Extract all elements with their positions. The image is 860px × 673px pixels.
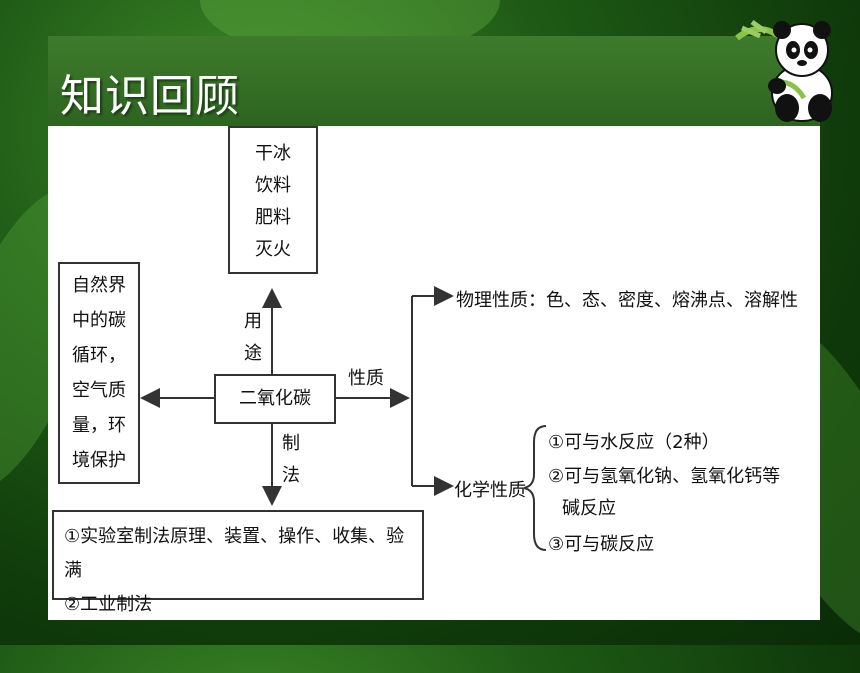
center-box: 二氧化碳 xyxy=(214,374,336,424)
prep-label: 制 法 xyxy=(282,433,300,486)
panda-icon xyxy=(735,19,833,122)
property-label: 性质 xyxy=(348,368,384,389)
uses-label: 用 途 xyxy=(244,311,262,364)
chemical-brace xyxy=(523,425,547,551)
diagram-panel: 干冰 饮料 肥料 灭火 用 途 自然界 中的碳 循环， 空气质 量，环 境保护 … xyxy=(48,126,820,620)
uses-item: 灭火 xyxy=(255,239,291,260)
uses-item: 肥料 xyxy=(255,207,291,228)
diagram-connectors xyxy=(140,286,547,551)
nature-box: 自然界 中的碳 循环， 空气质 量，环 境保护 xyxy=(58,262,140,484)
nature-line: 空气质 xyxy=(72,380,126,401)
chemical-label: 化学性质 xyxy=(454,480,526,501)
uses-item: 饮料 xyxy=(255,175,291,196)
title-band xyxy=(48,36,820,126)
chemical-item: 碱反应 xyxy=(562,498,616,519)
nature-line: 中的碳 xyxy=(72,310,126,331)
nature-line: 循环， xyxy=(72,345,126,366)
center-label: 二氧化碳 xyxy=(239,388,311,409)
prep-item: ②工业制法 xyxy=(64,594,153,615)
physical-properties: 物理性质：色、态、密度、熔沸点、溶解性 xyxy=(456,290,798,311)
nature-line: 境保护 xyxy=(72,450,126,471)
uses-item: 干冰 xyxy=(255,143,291,164)
slide-title: 知识回顾 xyxy=(60,71,240,122)
chemical-item: ③可与碳反应 xyxy=(548,534,655,555)
prep-box: ①实验室制法原理、装置、操作、收集、验满 ②工业制法 xyxy=(52,510,424,615)
prep-item: ①实验室制法原理、装置、操作、收集、验满 xyxy=(64,526,405,581)
chemical-item: ②可与氢氧化钠、氢氧化钙等 xyxy=(548,466,781,487)
nature-line: 量，环 xyxy=(72,415,126,436)
nature-line: 自然界 xyxy=(72,275,126,296)
uses-box: 干冰 饮料 肥料 灭火 xyxy=(228,126,318,274)
chemical-item: ①可与水反应（2种） xyxy=(548,432,720,453)
